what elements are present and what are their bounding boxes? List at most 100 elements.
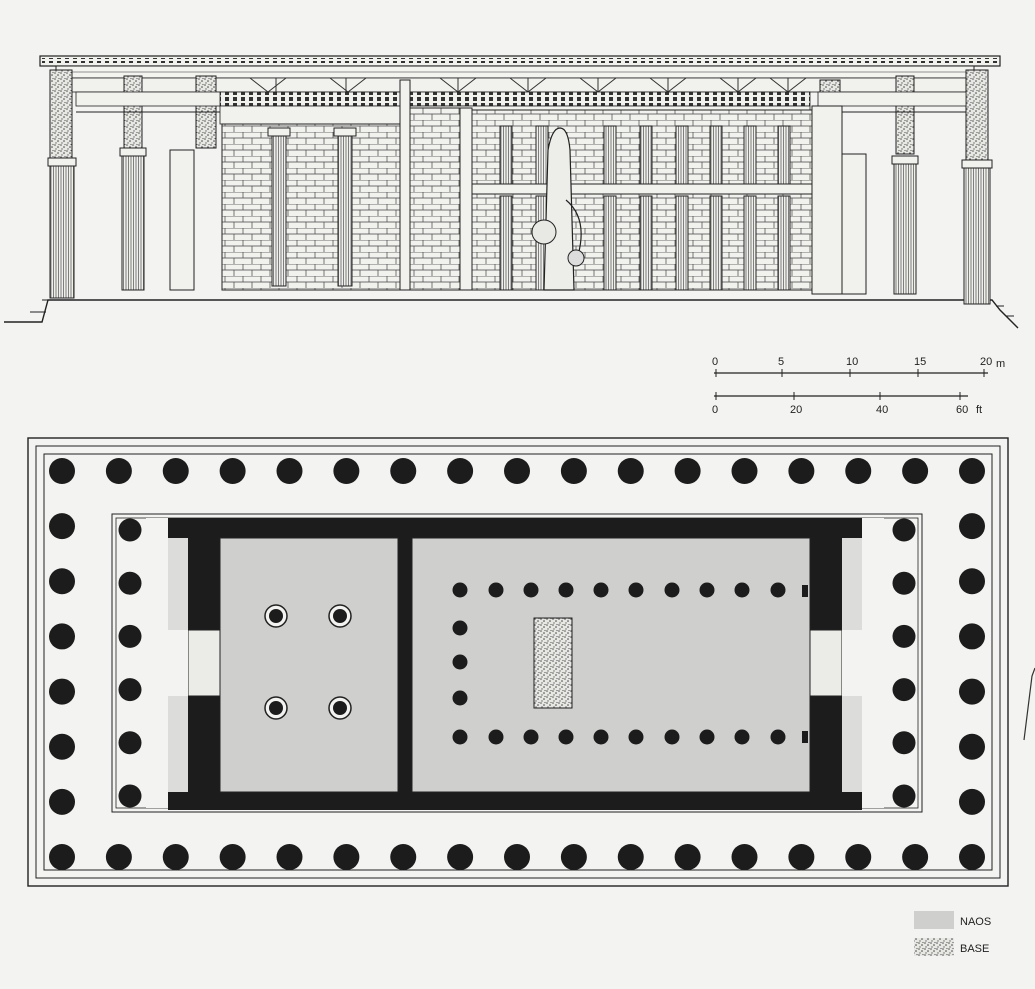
- legend-swatch-naos: [914, 911, 954, 929]
- peristyle-column: [731, 458, 758, 484]
- scale-tick-label: 5: [778, 356, 784, 368]
- naos-column-lower: [639, 195, 653, 291]
- porch-column: [118, 678, 142, 702]
- naos-column-upper: [777, 125, 791, 185]
- peristyle-column: [162, 458, 189, 484]
- peristyle-column: [219, 458, 246, 484]
- naos-column-upper: [743, 125, 757, 185]
- porch-column: [892, 571, 916, 595]
- peristyle-column: [49, 513, 75, 540]
- naos-column-upper: [603, 125, 617, 185]
- scale-tick-label: 10: [846, 356, 858, 368]
- peristyle-column: [617, 844, 644, 870]
- naos-column: [699, 582, 715, 598]
- cross-wall: [399, 79, 411, 291]
- peristyle-column: [959, 568, 985, 595]
- naos-plan-columns: [452, 582, 808, 745]
- naos-column-lower: [777, 195, 791, 291]
- naos-column: [699, 729, 715, 745]
- peristyle-column: [333, 844, 360, 870]
- naos-column: [488, 582, 504, 598]
- peristyle-column: [560, 458, 587, 484]
- naos-column: [452, 690, 468, 706]
- naos-column: [770, 582, 786, 598]
- naos-column: [664, 582, 680, 598]
- porch-column: [892, 624, 916, 648]
- frieze: [219, 91, 811, 107]
- peristyle-column: [49, 788, 75, 815]
- peristyle-column: [959, 844, 985, 870]
- naos-column: [628, 729, 644, 745]
- peristyle-column: [902, 844, 929, 870]
- peristyle-column: [49, 568, 75, 595]
- scale-imperial-unit: ft: [976, 404, 982, 416]
- naos-column: [664, 729, 680, 745]
- peristyle-column: [49, 733, 75, 760]
- peristyle-column: [276, 844, 303, 870]
- peristyle-column: [845, 458, 872, 484]
- peristyle-columns: [49, 458, 985, 870]
- scale-tick-label: 20: [790, 404, 802, 416]
- peristyle-column: [845, 844, 872, 870]
- west-room-columns: [264, 604, 352, 720]
- peristyle-column: [447, 458, 474, 484]
- west-room: [219, 537, 399, 793]
- porch-column: [892, 784, 916, 808]
- porch-column: [892, 518, 916, 542]
- naos-column: [593, 729, 609, 745]
- peristyle-column: [674, 844, 701, 870]
- peristyle-column: [447, 844, 474, 870]
- ground-line: [4, 299, 1019, 329]
- longitudinal-section: [4, 55, 1019, 329]
- peristyle-column: [49, 458, 75, 484]
- legend-label-base: BASE: [960, 943, 989, 955]
- naos-column: [734, 582, 750, 598]
- naos-column-upper: [639, 125, 653, 185]
- peristyle-column: [959, 788, 985, 815]
- porch-column: [118, 731, 142, 755]
- scale-tick-label: 40: [876, 404, 888, 416]
- peristyle-column: [560, 844, 587, 870]
- naos-column-upper: [709, 125, 723, 185]
- naos-column: [452, 729, 468, 745]
- naos-column: [488, 729, 504, 745]
- peristyle-column: [390, 844, 417, 870]
- peristyle-column: [49, 678, 75, 705]
- west-doorway: [187, 629, 221, 697]
- scale-metric-unit: m: [996, 358, 1005, 370]
- peristyle-column: [49, 623, 75, 650]
- west-room-section: [221, 123, 401, 291]
- legend-swatch-base: [914, 938, 954, 956]
- naos-interior-columns: [499, 125, 791, 291]
- scale-tick-label: 0: [712, 404, 718, 416]
- naos-column: [523, 582, 539, 598]
- peristyle-column: [959, 513, 985, 540]
- peristyle-column: [902, 458, 929, 484]
- peristyle-column: [674, 458, 701, 484]
- peristyle-column: [959, 733, 985, 760]
- porch-column: [118, 518, 142, 542]
- roof-cornice: [39, 55, 1001, 93]
- peristyle-column: [731, 844, 758, 870]
- porch-columns: [118, 518, 916, 808]
- peristyle-column: [617, 458, 644, 484]
- scale-tick-label: 20: [980, 356, 992, 368]
- peristyle-columns-right: [817, 69, 993, 305]
- naos-column-upper: [499, 125, 513, 185]
- peristyle-column: [219, 844, 246, 870]
- naos-column: [770, 729, 786, 745]
- peristyle-column: [390, 458, 417, 484]
- porch-column: [892, 731, 916, 755]
- scale-tick-label: 0: [712, 356, 718, 368]
- floor-plan: [27, 437, 1009, 887]
- naos-column: [558, 582, 574, 598]
- naos-column: [628, 582, 644, 598]
- naos-column-lower: [675, 195, 689, 291]
- cult-statue: [531, 127, 585, 291]
- porch-column: [118, 784, 142, 808]
- naos-column: [523, 729, 539, 745]
- legend-label-naos: NAOS: [960, 916, 991, 928]
- naos-column: [452, 582, 468, 598]
- naos: [411, 537, 811, 793]
